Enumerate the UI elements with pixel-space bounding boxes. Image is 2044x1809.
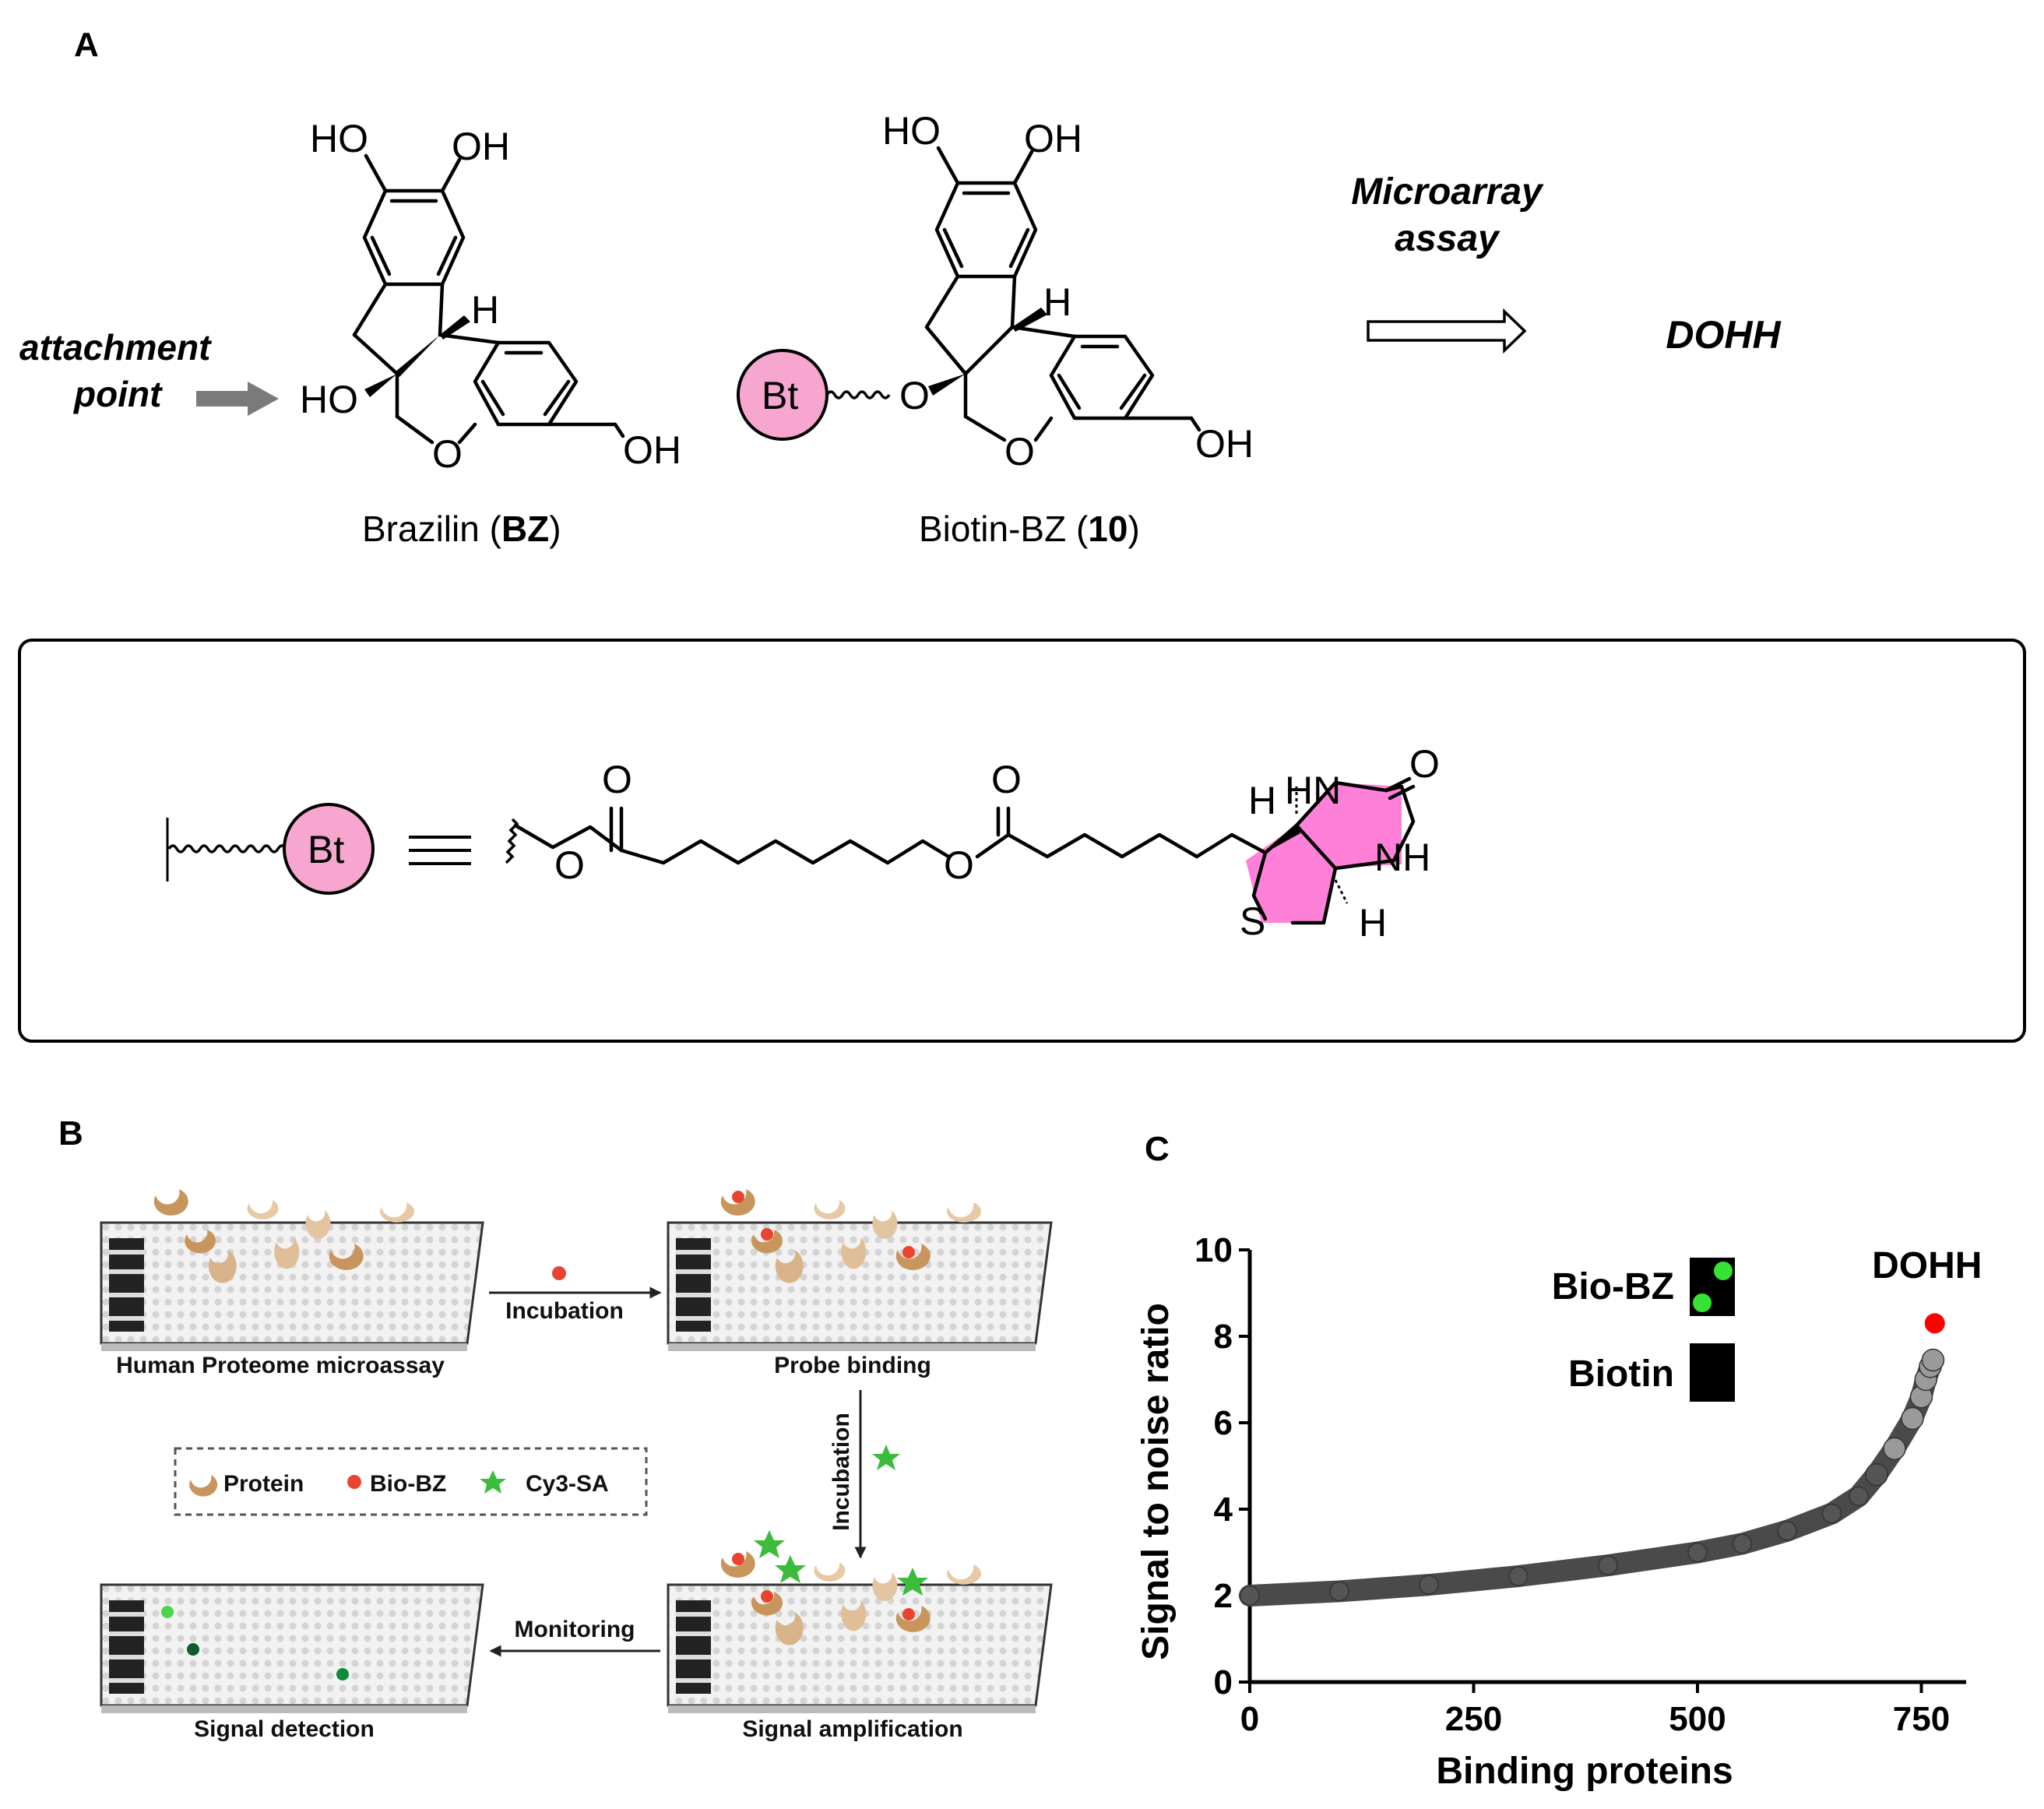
y-tick-label-2: 4 [1214,1490,1233,1529]
y-tick-label-4: 8 [1214,1318,1233,1356]
biotin-ring-structure [1230,776,1416,925]
data-point-s0-1 [1329,1581,1349,1602]
protein-legend-icon [189,1475,218,1497]
data-point-s0-3 [1508,1566,1529,1586]
biotin-bz-structure: Bt O HO OH H [737,109,1254,473]
assay-label-line1: Microarray [1351,171,1544,213]
microarray-tray-1 [100,1189,484,1351]
biotin-bz-caption: Biotin-BZ (10) [919,509,1140,549]
tray-3-label: Signal amplification [742,1716,962,1742]
hollow-arrow-icon [1367,308,1527,354]
data-point-s0-10 [1865,1462,1888,1487]
protein-icons-tray1 [153,1189,415,1283]
bio-bz-legend-icon [347,1475,361,1489]
biotin-bz-oh-right: OH [1195,422,1254,466]
microarray-tray-3 [667,1530,1053,1713]
biotin-bz-oh-top: OH [1024,117,1082,160]
data-point-s0-9 [1849,1486,1869,1507]
legend-protein: Protein [223,1471,304,1497]
data-point-s0-16 [1921,1348,1945,1372]
equivalent-sign-icon [409,836,471,865]
microarray-tray-2 [667,1189,1053,1351]
x-tick-label-2: 500 [1669,1700,1726,1738]
data-point-s0-8 [1821,1503,1842,1524]
biotin-hn: HN [1285,769,1341,812]
annotation-dohh: DOHH [1872,1245,1982,1286]
bt-circle-label-a: Bt [762,374,798,417]
data-point-s0-5 [1687,1542,1708,1563]
biotin-h-bottom: H [1359,901,1387,945]
y-tick-label-5: 10 [1194,1231,1233,1269]
data-point-s0-11 [1883,1437,1906,1461]
panel-c: C 0 250 500 750 0 2 4 6 8 10 DOHH Binding proteins S… [1135,1130,1982,1792]
legend-bio-bz: Bio-BZ [370,1471,446,1497]
biotin-bz-o-ring: O [1004,430,1035,473]
biotin-h-top: H [1248,779,1276,822]
brazilin-caption: Brazilin (BZ) [362,509,561,549]
tray-2-label: Probe binding [774,1353,931,1378]
bz-oh-right: OH [623,428,681,472]
attachment-label-line2: point [72,374,163,414]
bio-bz-icon [552,1266,566,1280]
panel-a: A attachment point [19,26,1781,549]
panel-b: B Human Proteome microassay [58,1114,1053,1742]
data-point-s0-2 [1419,1575,1439,1595]
inset-row-bio-bz: Bio-BZ [1552,1266,1674,1307]
biotin-bz-ho-top: HO [882,109,941,153]
y-tick-label-3: 6 [1214,1404,1233,1442]
arrow-incubation-2: Incubation [829,1413,854,1531]
x-tick-label-0: 0 [1240,1700,1259,1738]
panel-a-label: A [74,26,99,64]
bz-h: H [471,288,499,332]
panel-b-legend: Protein Bio-BZ Cy3-SA [174,1447,648,1516]
tray-4-label: Signal detection [194,1716,375,1742]
y-tick-label-1: 2 [1214,1577,1233,1615]
biotin-bz-h: H [1043,280,1071,324]
biotin-s: S [1240,899,1265,943]
y-tick-label-0: 0 [1214,1663,1233,1702]
legend-cy3-sa: Cy3-SA [526,1471,609,1497]
panel-b-label: B [58,1114,83,1153]
arrow-monitoring: Monitoring [515,1617,635,1642]
panel-c-label: C [1145,1130,1170,1168]
microarray-tray-4 [100,1583,484,1713]
biotin-bz-o-link: O [899,374,930,417]
x-axis-title: Binding proteins [1436,1751,1733,1792]
biotin-nh: NH [1374,836,1430,879]
bz-ho-left: HO [300,378,358,421]
brazilin-structure: HO OH H HO O OH [300,117,681,476]
data-point-s0-4 [1598,1555,1618,1575]
y-axis-title: Signal to noise ratio [1135,1303,1177,1660]
data-point-s0-0 [1240,1586,1260,1606]
biotin-o: O [1409,742,1440,786]
x-tick-label-1: 250 [1445,1700,1502,1738]
cy3-sa-icon [872,1445,900,1470]
linker-o-carbonyl-2: O [991,758,1022,801]
arrow-incubation-1: Incubation [505,1298,624,1324]
linker-o-1: O [554,843,585,887]
inset-image [1690,1258,1735,1402]
cy3-sa-legend-icon [480,1470,506,1494]
biotin-linker-box: Bt O O O O H HN [18,639,2026,1043]
x-tick-label-3: 750 [1893,1700,1950,1738]
bz-oh-top: OH [452,125,510,168]
bt-circle-label-b: Bt [308,828,344,871]
bz-o-ring: O [432,432,463,476]
data-point-s0-12 [1901,1406,1924,1431]
linker-o-2: O [944,843,974,887]
bz-ho-top: HO [310,117,368,160]
data-point-s1-0 [1924,1313,1945,1334]
linker-o-carbonyl-1: O [602,758,632,801]
attachment-label-line1: attachment [19,327,212,368]
inset-row-biotin: Biotin [1568,1353,1674,1395]
snr-chart: 0 250 500 750 0 2 4 6 8 10 DOHH Binding proteins Sig… [1135,1231,1982,1792]
tray-1-label: Human Proteome microassay [116,1353,445,1378]
data-point-s0-6 [1732,1533,1753,1554]
attachment-arrow-icon [196,382,279,416]
series-0-band [1239,1349,1944,1607]
data-point-s0-7 [1777,1521,1797,1541]
assay-label-line2: assay [1395,218,1500,259]
target-dohh: DOHH [1666,313,1781,357]
